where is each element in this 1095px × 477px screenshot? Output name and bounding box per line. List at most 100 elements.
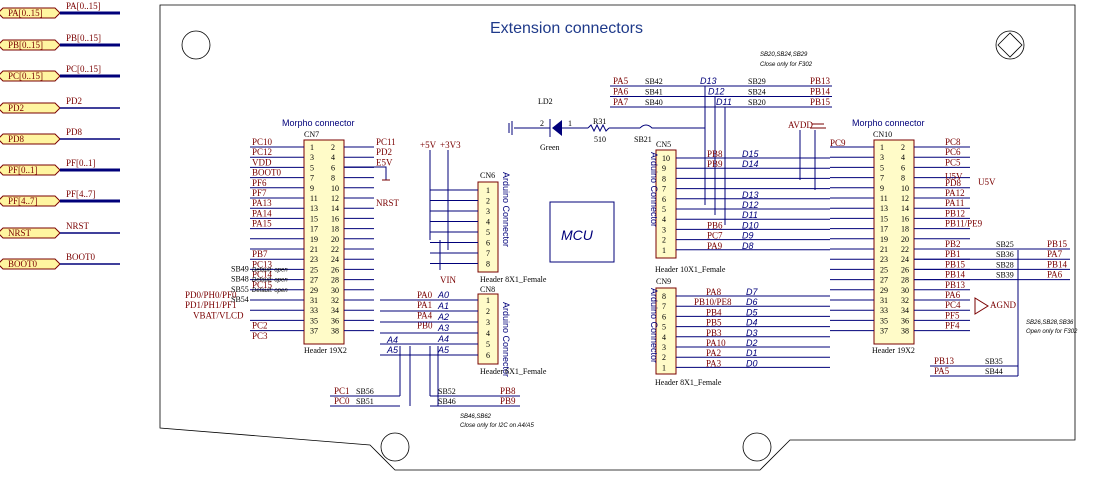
- top-sb-net: PA5: [613, 76, 629, 86]
- cn7-title: Morpho connector: [282, 118, 355, 128]
- cn5-pin: 8: [662, 174, 666, 183]
- cn5-name: Arduino Connector: [649, 152, 659, 227]
- port-flag: [0, 39, 61, 51]
- top-sb-net: PB14: [810, 87, 831, 97]
- led-pin2: 2: [540, 119, 544, 128]
- cn10-ref: CN10: [873, 130, 892, 139]
- cn5-d: D15: [742, 149, 760, 159]
- f302-note-2: Close only for F302: [760, 62, 813, 68]
- cn7-pin-odd: 29: [310, 286, 318, 295]
- r31-value: 510: [594, 135, 606, 144]
- cn10-pin-even: 6: [901, 163, 905, 172]
- sb21-label: SB21: [634, 135, 652, 144]
- cn7-pin-odd: 35: [310, 316, 318, 325]
- cn10-sb-net: PA7: [1047, 249, 1063, 259]
- cn7-pin-odd: 17: [310, 225, 318, 234]
- cn10-right-net: PB1: [945, 249, 961, 259]
- cn7-pin-even: 10: [331, 184, 339, 193]
- cn9-net: PB4: [706, 307, 722, 317]
- cn8-net: A0: [437, 290, 449, 300]
- i2c-note: SB46,SB62: [460, 414, 492, 420]
- r31-ref: R31: [593, 117, 606, 126]
- port-label: PD8: [8, 134, 25, 144]
- cn5-pin: 9: [662, 164, 666, 173]
- cn8-name: Arduino Connector: [501, 302, 511, 377]
- top-sb-ref: SB41: [645, 88, 663, 97]
- cn7-left-net: PC10: [252, 137, 273, 147]
- port-net-label: PD2: [66, 96, 82, 106]
- cn7-pin-even: 28: [331, 276, 339, 285]
- cn9-net: PA10: [706, 338, 726, 348]
- bottom-sb-ref: SB52: [438, 387, 456, 396]
- cn5-ref: CN5: [656, 140, 671, 149]
- cn7-left-net: PF7: [252, 188, 267, 198]
- cn10-left-net: PC9: [830, 138, 846, 148]
- power-3v3: +3V3: [440, 140, 461, 150]
- cn8-pin: 3: [486, 318, 490, 327]
- cn6-pin: 4: [486, 218, 490, 227]
- cn10-pin-even: 26: [901, 265, 909, 274]
- cn7-pin-even: 12: [331, 194, 339, 203]
- cn10-sb-net: PB14: [1047, 259, 1068, 269]
- cn7-solder-bridge: SB54: [231, 295, 249, 304]
- port-flag: [0, 133, 61, 145]
- cn5-d: D13: [742, 190, 759, 200]
- cn7-pin-odd: 23: [310, 255, 318, 264]
- cn10-pin-even: 32: [901, 296, 909, 305]
- bottom-sb-ref: SB56: [356, 387, 374, 396]
- cn6-pin: 7: [486, 249, 490, 258]
- cn10-pin-odd: 13: [880, 204, 888, 213]
- cn7-right-net: PB0: [417, 321, 433, 331]
- cn7-left-net: VDD: [252, 157, 272, 167]
- cn7-left-net: PA13: [252, 198, 272, 208]
- cn9-pin: 5: [662, 323, 666, 332]
- cn7-solder-bridge: SB48: [231, 275, 249, 284]
- cn6-header: [477, 181, 499, 273]
- cn9-net: PA2: [706, 348, 721, 358]
- cn10-right-net: PB2: [945, 239, 961, 249]
- cn9-d: D4: [746, 318, 758, 328]
- top-risers: [704, 86, 726, 225]
- cn9-net: PB3: [706, 328, 722, 338]
- cn10-right-net: PA6: [945, 290, 961, 300]
- cn10-right-net: PC6: [945, 147, 961, 157]
- cn7-sb-note: Default: open: [252, 278, 288, 284]
- cn10-bottom-net: PB13: [934, 356, 955, 366]
- cn10-pins: 1357911131517192123252729313335372468101…: [830, 137, 1070, 377]
- bottom-sb-net: PB8: [500, 386, 516, 396]
- cn9-pin: 3: [662, 343, 666, 352]
- cn10-pin-even: 38: [901, 327, 909, 336]
- port-flag: [0, 164, 61, 176]
- cn7-left-net: PC2: [252, 321, 268, 331]
- cn7-left-net: PC12: [252, 147, 272, 157]
- cn5-d: D9: [742, 231, 754, 241]
- cn7-header: [303, 139, 345, 345]
- cn5-pin: 3: [662, 225, 666, 234]
- top-sb-d: D11: [716, 97, 732, 107]
- port-net-label: NRST: [66, 221, 90, 231]
- cn10-pin-even: 20: [901, 235, 909, 244]
- cn10-right-net: PB11/PE9: [945, 219, 983, 229]
- cn7-left-net: PC14: [252, 270, 273, 280]
- cn7-pin-odd: 5: [310, 163, 314, 172]
- cn9-d: D2: [746, 338, 758, 348]
- cn5-net: PB9: [707, 159, 723, 169]
- cn10-sb-ref: SB25: [996, 240, 1014, 249]
- cn10-right-net: PB14: [945, 270, 966, 280]
- port-label: PF[0..1]: [8, 165, 38, 175]
- cn7-ref: CN7: [304, 130, 319, 139]
- port-list: PA[0..15]PA[0..15]PB[0..15]PB[0..15]PC[0…: [0, 1, 120, 270]
- cn9-pin: 2: [662, 353, 666, 362]
- cn9-header: [655, 287, 677, 375]
- cn7-pin-even: 14: [331, 204, 339, 213]
- cn10-pin-even: 12: [901, 194, 909, 203]
- cn10-pin-even: 30: [901, 286, 909, 295]
- cn7-left-net: PF6: [252, 178, 267, 188]
- cn5-d: D12: [742, 200, 759, 210]
- cn5-header: [655, 149, 677, 259]
- port-net-label: PF[0..1]: [66, 158, 96, 168]
- cn10-sb-ref: SB28: [996, 260, 1014, 269]
